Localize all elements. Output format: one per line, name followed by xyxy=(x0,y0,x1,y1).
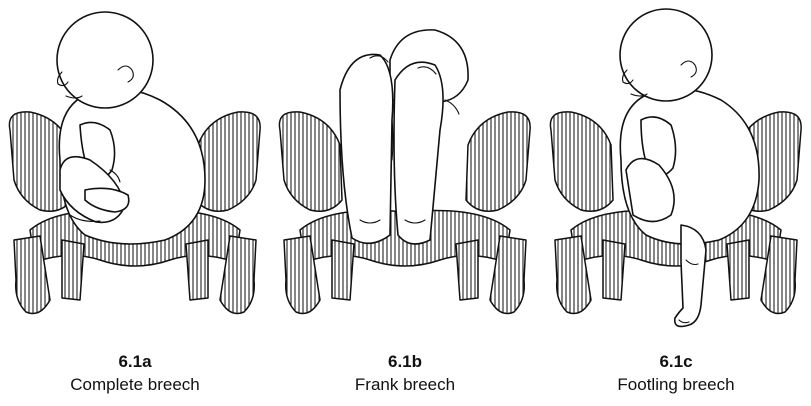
figure-panel-complete-breech: 6.1a Complete breech xyxy=(0,0,270,406)
figure-id: 6.1c xyxy=(541,352,811,372)
figure-panel-frank-breech: 6.1b Frank breech xyxy=(270,0,540,406)
figure-id: 6.1a xyxy=(0,352,270,372)
figure-title: Frank breech xyxy=(270,374,540,396)
fetus-drawing xyxy=(57,12,205,244)
figure-panel-footling-breech: 6.1c Footling breech xyxy=(541,0,811,406)
complete-breech-illustration xyxy=(0,0,270,340)
figure-title: Footling breech xyxy=(541,374,811,396)
figure-title: Complete breech xyxy=(0,374,270,396)
footling-breech-illustration xyxy=(541,0,811,340)
figure-id: 6.1b xyxy=(270,352,540,372)
frank-breech-illustration xyxy=(270,0,540,340)
